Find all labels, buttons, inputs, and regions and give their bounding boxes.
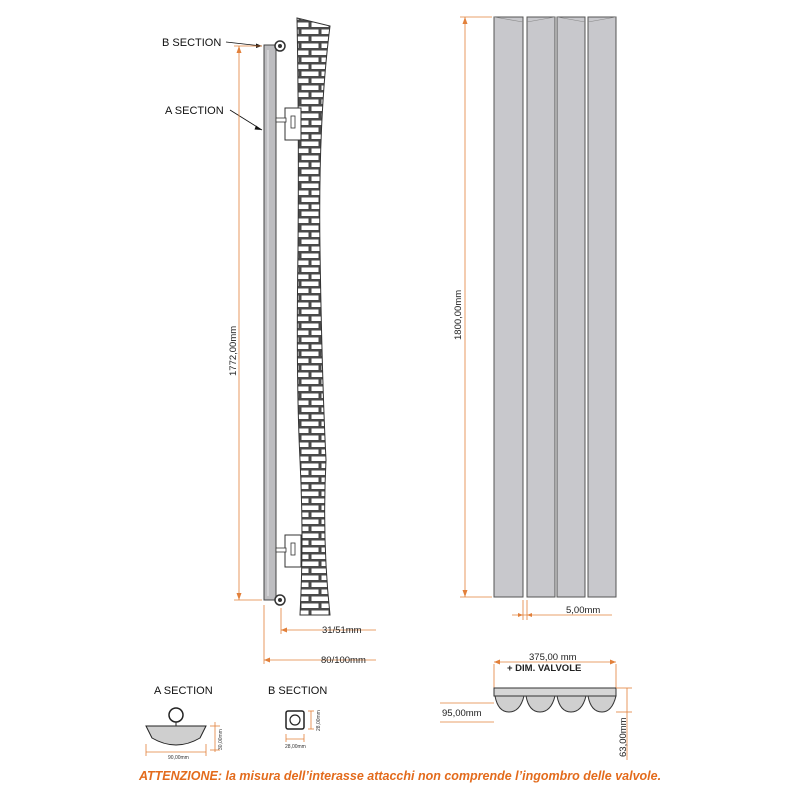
front-panel-3 bbox=[556, 16, 586, 598]
lower-bracket bbox=[275, 534, 302, 568]
front-panel-4 bbox=[587, 16, 617, 598]
valves-label: + DIM. VALVOLE bbox=[507, 663, 581, 674]
plan-element-2 bbox=[525, 695, 556, 713]
gap-dimension-label: 5,00mm bbox=[566, 605, 600, 616]
a-section-height: 30,00mm bbox=[218, 729, 224, 750]
brick-wall bbox=[296, 17, 331, 616]
a-section-label: A SECTION bbox=[165, 105, 224, 117]
plan-element-1 bbox=[494, 695, 525, 713]
height-dimension: 1800,00mm bbox=[453, 16, 492, 598]
depth-95-label: 95,00mm bbox=[442, 708, 482, 719]
plan-back-plate bbox=[493, 687, 617, 697]
b-section-title: B SECTION bbox=[268, 685, 327, 697]
notice-text: ATTENZIONE: la misura dell’interasse att… bbox=[0, 769, 800, 783]
interaxis-dimension: 1772,00mm bbox=[228, 45, 262, 601]
notice-body: la misura dell’interasse attacchi non co… bbox=[222, 769, 662, 783]
side-view: B SECTION A SECTION 1772,00mm 31/51mm 80… bbox=[162, 17, 376, 666]
plan-element-4 bbox=[587, 695, 617, 713]
gap-dimension: 5,00mm bbox=[512, 600, 612, 620]
a-section-profile bbox=[145, 725, 207, 746]
a-section-width: 90,00mm bbox=[168, 755, 189, 761]
front-panel-1 bbox=[493, 16, 524, 598]
radiator-side-body bbox=[263, 44, 277, 601]
wall-distance-label-1: 31/51mm bbox=[322, 625, 362, 636]
notice-prefix: ATTENZIONE: bbox=[138, 769, 223, 783]
a-section-detail: A SECTION 90,00mm 30,00mm bbox=[145, 685, 224, 761]
b-section-detail: B SECTION 28,00mm 28,00mm bbox=[268, 685, 327, 750]
front-view: 1800,00mm 5,00mm bbox=[453, 16, 617, 620]
upper-bracket bbox=[275, 107, 302, 141]
wall-distance-label-2: 80/100mm bbox=[321, 655, 366, 666]
a-section-title: A SECTION bbox=[154, 685, 213, 697]
front-panel-2 bbox=[526, 16, 556, 598]
plan-element-3 bbox=[556, 695, 587, 713]
depth-63-label: 63,00mm bbox=[618, 717, 629, 757]
b-section-width: 28,00mm bbox=[285, 744, 306, 750]
b-section-label: B SECTION bbox=[162, 37, 221, 49]
wall-distance-dimensions: 31/51mm 80/100mm bbox=[263, 605, 376, 666]
a-section-pipe bbox=[168, 707, 184, 723]
plan-view: 375,00 mm + DIM. VALVOLE 95,00mm 63,00mm bbox=[440, 652, 632, 760]
interaxis-dimension-label: 1772,00mm bbox=[228, 326, 239, 376]
height-dimension-label: 1800,00mm bbox=[453, 290, 464, 340]
width-dimension-label: 375,00 mm bbox=[529, 652, 577, 663]
b-section-height: 28,00mm bbox=[316, 710, 322, 731]
